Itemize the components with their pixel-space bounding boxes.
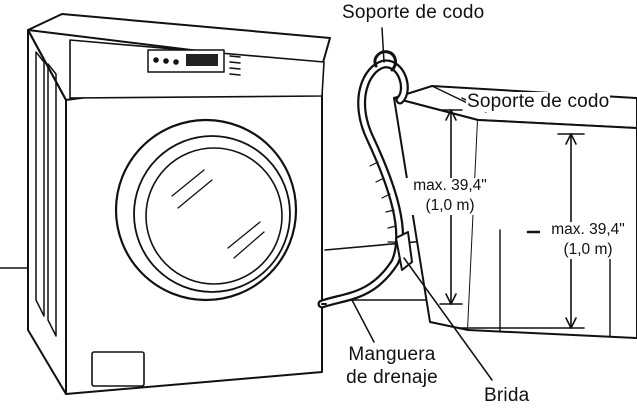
- elbow-bracket-top-marker: [381, 27, 385, 63]
- glass-reflection: [227, 221, 265, 259]
- label-drain-hose: Manguera de drenaje: [334, 345, 450, 388]
- label-clamp: Brida: [483, 385, 531, 406]
- dimension-2-arrow-top: [565, 133, 577, 145]
- washer-side-rib: [35, 51, 45, 317]
- drain-hose-line2: de drenaje: [346, 366, 438, 388]
- drain-hose-inner: [319, 61, 407, 307]
- drain-hose-line1: Manguera: [348, 344, 436, 365]
- washer-side-rib: [47, 63, 57, 337]
- glass-reflection: [171, 169, 213, 209]
- label-elbow-bracket-tub: Soporte de codo: [466, 91, 611, 112]
- washer-top-front-edge: [27, 29, 67, 101]
- max-height-2-value: max. 39,4": [551, 221, 625, 238]
- washer-side: [27, 29, 67, 395]
- door-glass: [145, 147, 283, 285]
- max-height-2-metric: (1,0 m): [563, 241, 613, 259]
- clamp-leader-line: [403, 257, 493, 381]
- dimension-1-arrow-top: [445, 109, 457, 121]
- elbow-bracket-top-icon: [373, 50, 397, 72]
- control-button: [173, 59, 179, 65]
- drain-hose-leader-line: [351, 299, 375, 343]
- washing-machine: [27, 13, 331, 395]
- max-height-1-metric: (1,0 m): [425, 197, 475, 215]
- label-max-height-1: max. 39,4" (1,0 m): [405, 177, 495, 215]
- control-button: [163, 58, 169, 64]
- display-screen: [186, 54, 218, 66]
- label-max-height-2: max. 39,4" (1,0 m): [540, 221, 636, 259]
- control-button: [153, 57, 159, 63]
- control-buttons-column: [229, 55, 241, 76]
- clamp-icon: [395, 231, 413, 271]
- label-elbow-bracket-top: Soporte de codo: [341, 2, 486, 23]
- dimension-2-arrow-bottom: [565, 317, 577, 329]
- filter-panel: [91, 351, 145, 387]
- hose-ribbing: [369, 161, 397, 243]
- max-height-1-value: max. 39,4": [413, 177, 487, 194]
- dimension-1-arrow-bottom: [445, 293, 457, 305]
- drain-hose: [317, 59, 409, 309]
